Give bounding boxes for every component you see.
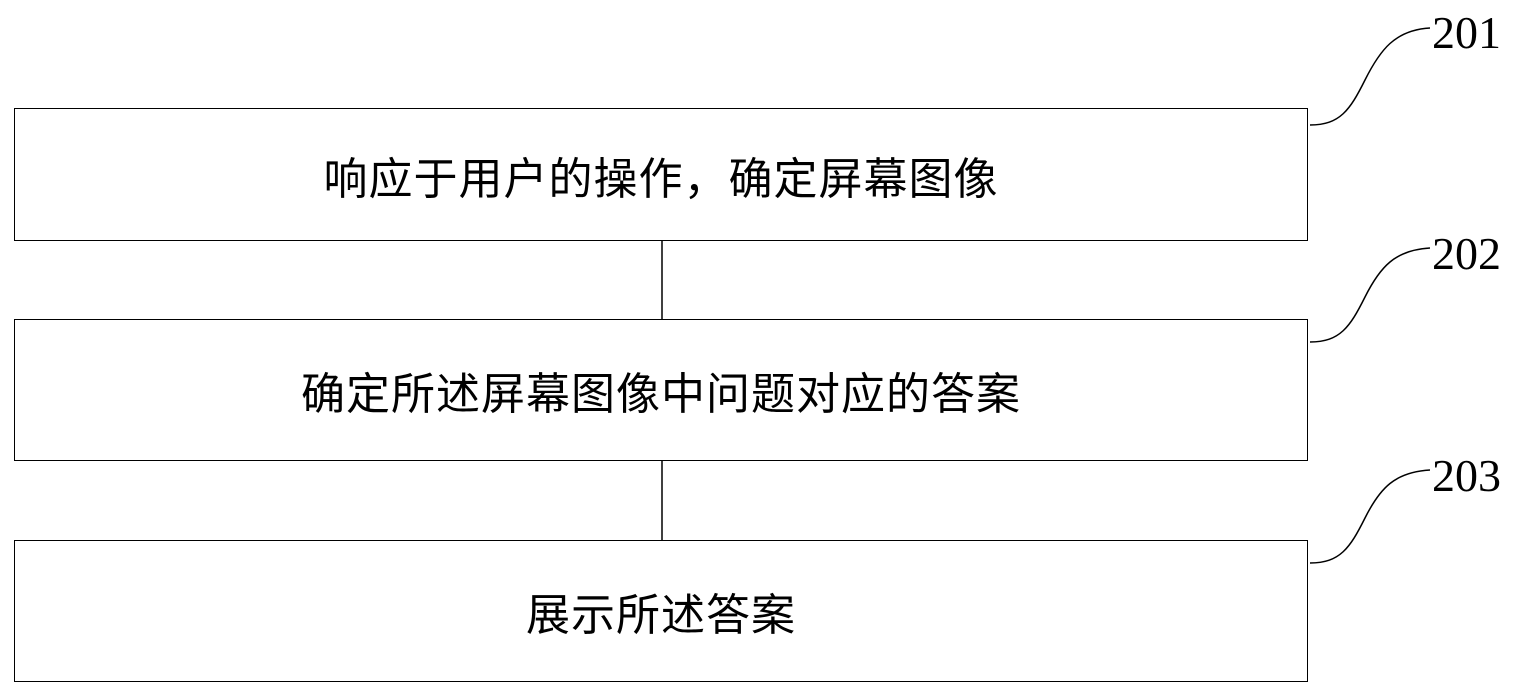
step-ref-202: 202 bbox=[1432, 228, 1501, 279]
step-ref-203: 203 bbox=[1432, 450, 1501, 501]
leader-line-203 bbox=[1309, 469, 1431, 564]
step-text-203: 展示所述答案 bbox=[526, 590, 796, 641]
leader-line-201 bbox=[1309, 27, 1431, 126]
step-text-201: 响应于用户的操作，确定屏幕图像 bbox=[323, 153, 999, 205]
step-box-203: 展示所述答案 bbox=[14, 540, 1308, 682]
step-ref-201: 201 bbox=[1432, 7, 1501, 58]
step-box-201: 响应于用户的操作，确定屏幕图像 bbox=[14, 108, 1308, 241]
step-text-202: 确定所述屏幕图像中问题对应的答案 bbox=[301, 369, 1021, 420]
step-box-202: 确定所述屏幕图像中问题对应的答案 bbox=[14, 319, 1308, 461]
leader-line-202 bbox=[1309, 247, 1431, 343]
